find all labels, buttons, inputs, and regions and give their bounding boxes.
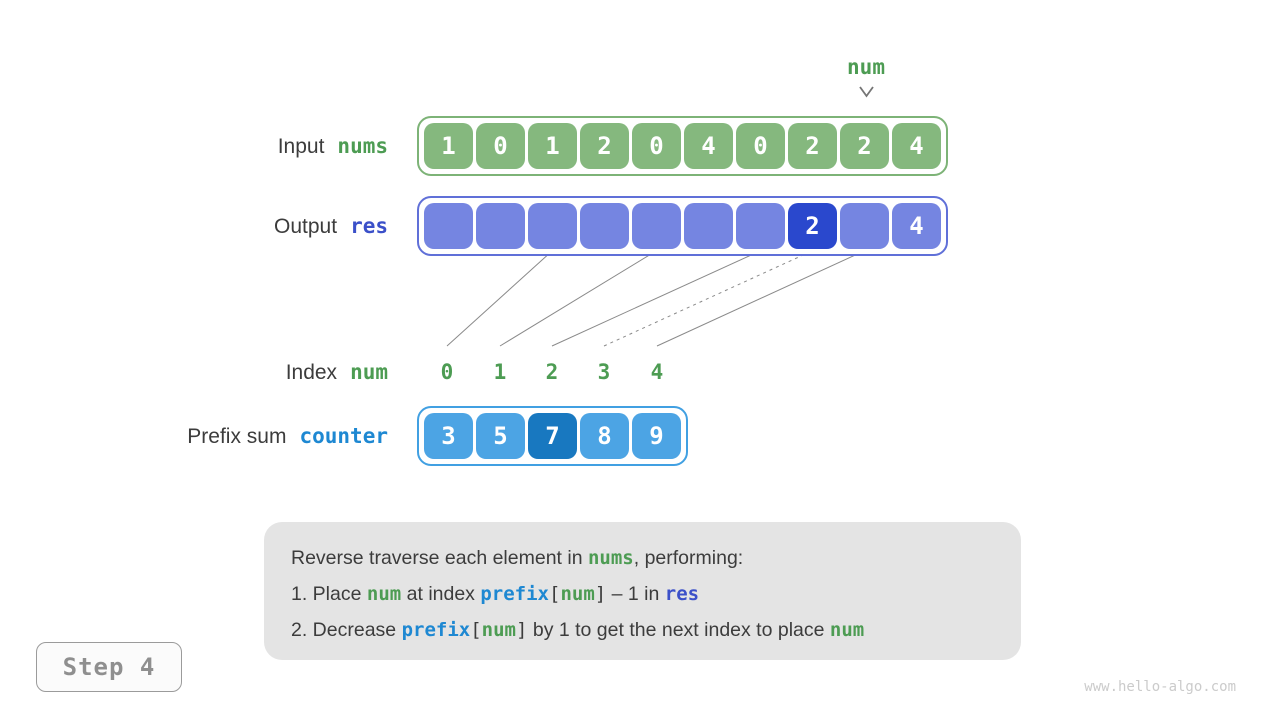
counter-array-cell-3: 8 (580, 413, 629, 459)
connector-line-0 (446, 250, 553, 347)
note-line-3: 2. Decrease prefix[num] by 1 to get the … (291, 612, 1021, 648)
note-code-num: num (560, 583, 595, 605)
index-label-code: num (350, 360, 388, 384)
input-array-cell-3: 2 (580, 123, 629, 169)
index-digit-2: 2 (545, 360, 559, 384)
counter-label-code: counter (299, 424, 388, 448)
input-label-code: nums (337, 134, 388, 158)
note-code-num: num (366, 583, 402, 605)
input-array-cell-6: 0 (736, 123, 785, 169)
explanation-box: Reverse traverse each element in nums, p… (264, 522, 1021, 660)
connector-line-4 (656, 250, 865, 347)
step-badge: Step 4 (36, 642, 182, 692)
counter-array-cell-1: 5 (476, 413, 525, 459)
note-code-prefix: prefix (401, 619, 471, 641)
input-array-cell-0: 1 (424, 123, 473, 169)
note-text: ] (594, 583, 607, 605)
output-row-label: Output res (274, 213, 388, 240)
index-digit-0: 0 (440, 360, 454, 384)
output-array-cell-6 (736, 203, 785, 249)
index-digit-4: 4 (650, 360, 664, 384)
down-arrow-icon (859, 86, 874, 98)
num-pointer-label: num (847, 55, 885, 79)
note-code-res: res (664, 583, 700, 605)
input-array-cell-7: 2 (788, 123, 837, 169)
watermark: www.hello-algo.com (1084, 679, 1236, 695)
note-line-1: Reverse traverse each element in nums, p… (291, 540, 1021, 576)
note-text: , performing: (633, 547, 744, 569)
input-label-text: Input (277, 135, 325, 158)
note-text: [ (470, 619, 482, 641)
input-row-label: Input nums (278, 133, 388, 160)
counter-array-cell-2: 7 (528, 413, 577, 459)
note-text: at index (401, 583, 481, 605)
index-row: 0 1 2 3 4 (0, 360, 1280, 386)
output-array-cell-5 (684, 203, 733, 249)
counter-array-cell-0: 3 (424, 413, 473, 459)
note-text: 1. Place (291, 583, 367, 605)
output-array-cell-4 (632, 203, 681, 249)
note-line-2: 1. Place num at index prefix[num] – 1 in… (291, 576, 1021, 612)
connector-line-2 (551, 250, 761, 347)
input-array-cell-8: 2 (840, 123, 889, 169)
input-array-cell-5: 4 (684, 123, 733, 169)
note-code-nums: nums (587, 547, 634, 569)
index-digit-3: 3 (597, 360, 611, 384)
note-code-prefix: prefix (480, 583, 549, 605)
note-text: by 1 to get the next index to place (527, 619, 830, 641)
input-array-cell-1: 0 (476, 123, 525, 169)
note-text: ] (515, 619, 528, 641)
output-array-cell-1 (476, 203, 525, 249)
output-label-text: Output (274, 215, 338, 238)
connector-line-3 (603, 250, 813, 347)
input-array-cell-2: 1 (528, 123, 577, 169)
index-digit-1: 1 (493, 360, 507, 384)
note-text: Reverse traverse each element in (291, 547, 588, 569)
output-array-cell-2 (528, 203, 577, 249)
input-array-cell-4: 0 (632, 123, 681, 169)
output-label-code: res (350, 214, 388, 238)
input-array-cell-9: 4 (892, 123, 941, 169)
output-array-cell-8 (840, 203, 889, 249)
note-text: – 1 in (606, 583, 665, 605)
note-text: [ (549, 583, 561, 605)
counter-row-label: Prefix sum counter (187, 423, 388, 450)
note-code-num: num (829, 619, 865, 641)
output-array-cell-0 (424, 203, 473, 249)
output-array-cell-9: 4 (892, 203, 941, 249)
connector-line-1 (499, 250, 657, 347)
note-code-num: num (481, 619, 516, 641)
output-array-cell-7: 2 (788, 203, 837, 249)
counter-label-text: Prefix sum (187, 425, 287, 448)
index-label-text: Index (285, 361, 338, 384)
index-row-label: Index num (286, 359, 388, 386)
output-array-cell-3 (580, 203, 629, 249)
counter-array-cell-4: 9 (632, 413, 681, 459)
note-text: 2. Decrease (291, 619, 402, 641)
